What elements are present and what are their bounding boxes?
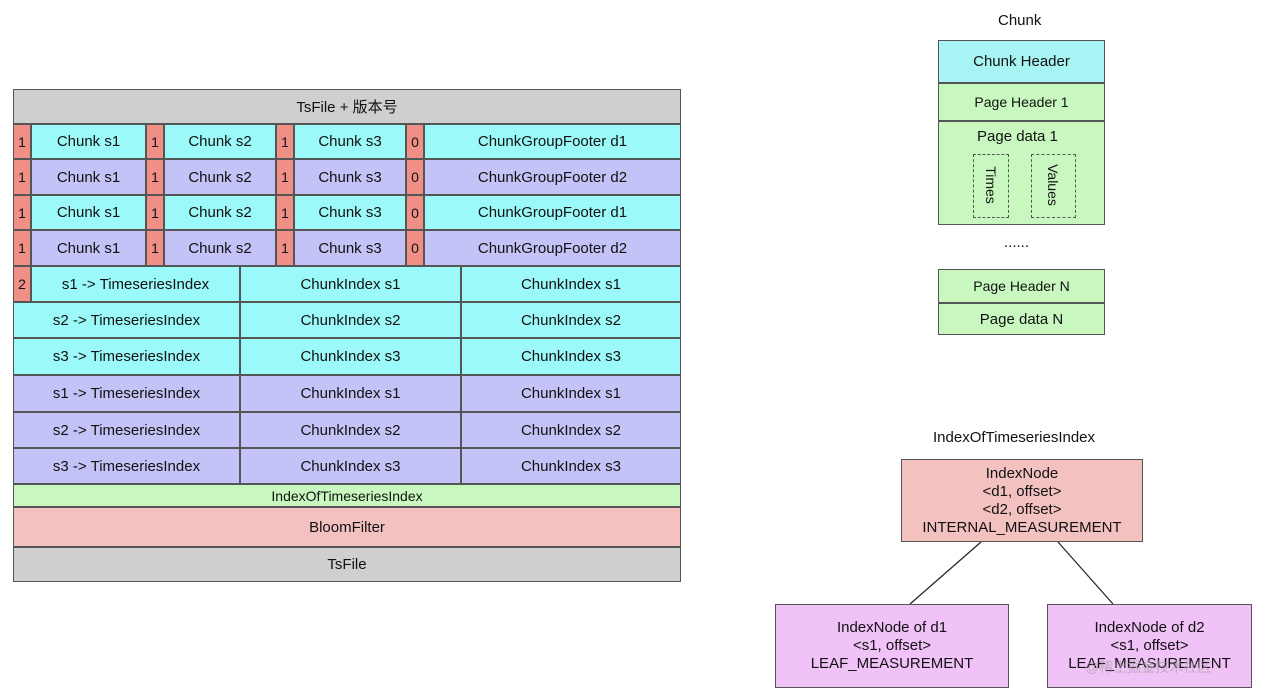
times-column	[973, 154, 1009, 218]
timeseries-index-cell: s2 -> TimeseriesIndex	[13, 412, 240, 448]
chunk-index-cell: ChunkIndex s1	[461, 266, 681, 302]
page-data-1-box	[938, 121, 1105, 225]
chunk-marker: 1	[13, 230, 31, 266]
chunk-index-cell: ChunkIndex s3	[461, 448, 681, 484]
chunk-marker: 0	[406, 230, 424, 266]
chunk-group-footer: ChunkGroupFooter d2	[424, 159, 681, 195]
chunk-box: Chunk s1	[31, 230, 146, 266]
chunk-marker: 1	[13, 195, 31, 230]
index-marker: 2	[13, 266, 31, 302]
chunk-index-cell: ChunkIndex s3	[240, 338, 461, 375]
chunk-index-cell: ChunkIndex s1	[461, 375, 681, 412]
chunk-marker: 1	[276, 230, 294, 266]
watermark: @稀土掘金技术社区	[1085, 659, 1212, 675]
chunk-marker: 1	[146, 124, 164, 159]
chunk-index-cell: ChunkIndex s1	[240, 266, 461, 302]
chunk-box: Chunk s1	[31, 195, 146, 230]
index-node-d2: IndexNode of d2 <s1, offset> LEAF_MEASUR…	[1047, 604, 1252, 688]
timeseries-index-cell: s2 -> TimeseriesIndex	[13, 302, 240, 338]
bloom-filter-bar: BloomFilter	[13, 507, 681, 547]
chunk-box: Chunk s3	[294, 195, 406, 230]
chunk-marker: 0	[406, 124, 424, 159]
chunk-group-footer: ChunkGroupFooter d1	[424, 195, 681, 230]
chunk-index-cell: ChunkIndex s2	[461, 412, 681, 448]
chunk-marker: 0	[406, 195, 424, 230]
chunk-marker: 1	[276, 159, 294, 195]
chunk-group-footer: ChunkGroupFooter d1	[424, 124, 681, 159]
chunk-marker: 1	[146, 230, 164, 266]
page-header-n-box: Page Header N	[938, 269, 1105, 303]
chunk-box: Chunk s3	[294, 230, 406, 266]
chunk-index-cell: ChunkIndex s2	[240, 412, 461, 448]
chunk-title: Chunk	[998, 12, 1042, 29]
timeseries-index-cell: s3 -> TimeseriesIndex	[13, 448, 240, 484]
index-node-d1: IndexNode of d1 <s1, offset> LEAF_MEASUR…	[775, 604, 1009, 688]
chunk-box: Chunk s1	[31, 124, 146, 159]
chunk-index-cell: ChunkIndex s3	[240, 448, 461, 484]
connector-root-d1	[909, 541, 982, 605]
chunk-box: Chunk s3	[294, 124, 406, 159]
index-of-timeseries-index-bar: IndexOfTimeseriesIndex	[13, 484, 681, 507]
chunk-marker: 1	[276, 124, 294, 159]
chunk-marker: 0	[406, 159, 424, 195]
tsfile-footer: TsFile	[13, 547, 681, 582]
tsfile-header-label: TsFile + 版本号	[296, 99, 398, 116]
timeseries-index-cell: s1 -> TimeseriesIndex	[31, 266, 240, 302]
timeseries-index-cell: s1 -> TimeseriesIndex	[13, 375, 240, 412]
chunk-box: Chunk s2	[164, 124, 276, 159]
chunk-marker: 1	[276, 195, 294, 230]
page-data-n-box: Page data N	[938, 303, 1105, 335]
index-tree-title: IndexOfTimeseriesIndex	[933, 429, 1096, 446]
chunk-marker: 1	[13, 124, 31, 159]
chunk-box: Chunk s1	[31, 159, 146, 195]
page-data-1-label: Page data 1	[977, 128, 1058, 145]
chunk-marker: 1	[13, 159, 31, 195]
chunk-index-cell: ChunkIndex s3	[461, 338, 681, 375]
chunk-index-cell: ChunkIndex s1	[240, 375, 461, 412]
chunk-box: Chunk s2	[164, 195, 276, 230]
chunk-index-cell: ChunkIndex s2	[240, 302, 461, 338]
timeseries-index-cell: s3 -> TimeseriesIndex	[13, 338, 240, 375]
index-node-root: IndexNode <d1, offset> <d2, offset> INTE…	[901, 459, 1143, 542]
ellipsis: ......	[1004, 234, 1030, 251]
connector-root-d2	[1057, 541, 1114, 605]
chunk-box: Chunk s2	[164, 159, 276, 195]
chunk-header-box: Chunk Header	[938, 40, 1105, 83]
chunk-marker: 1	[146, 159, 164, 195]
tsfile-header: TsFile + 版本号	[13, 89, 681, 124]
chunk-box: Chunk s2	[164, 230, 276, 266]
values-column	[1031, 154, 1076, 218]
chunk-box: Chunk s3	[294, 159, 406, 195]
chunk-marker: 1	[146, 195, 164, 230]
chunk-index-cell: ChunkIndex s2	[461, 302, 681, 338]
page-header-1-box: Page Header 1	[938, 83, 1105, 121]
chunk-group-footer: ChunkGroupFooter d2	[424, 230, 681, 266]
